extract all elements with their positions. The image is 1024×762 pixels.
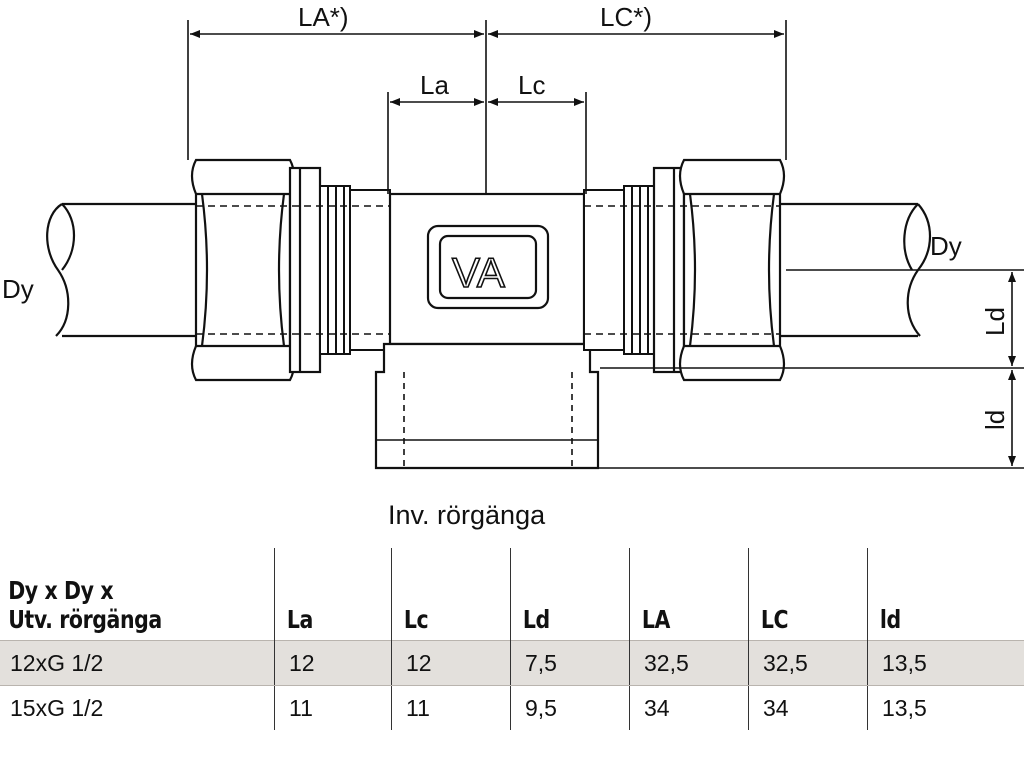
left-nut <box>190 158 322 382</box>
cell-lc: 12 <box>391 640 511 686</box>
column-header-lc-total: LC <box>748 548 847 641</box>
table-row: 15xG 1/2 11 11 9,5 34 34 13,5 <box>0 685 1024 730</box>
dim-ld: Ld <box>980 307 1010 336</box>
cell-la-total: 34 <box>629 685 749 730</box>
cell-la: 11 <box>274 685 392 730</box>
cell-id: 13,5 <box>867 640 1024 686</box>
column-header-ld: Ld <box>510 548 609 641</box>
row-size: 12xG 1/2 <box>0 640 275 686</box>
dim-la-total: LA*) <box>298 2 349 32</box>
row-size: 15xG 1/2 <box>10 694 104 721</box>
dimension-table: Dy x Dy x Utv. rörgänga La Lc Ld LA LC l… <box>0 548 1024 730</box>
cell-ld: 9,5 <box>510 685 630 730</box>
dim-lc-total: LC*) <box>600 2 652 32</box>
column-header-lc: Lc <box>391 548 490 641</box>
table-title-line1: Dy x Dy x <box>8 576 114 605</box>
label-va: VA <box>452 249 505 296</box>
dim-id: ld <box>980 410 1010 430</box>
column-header-id: ld <box>867 548 996 641</box>
dim-la: La <box>420 70 449 100</box>
table-title-line2: Utv. rörgänga <box>8 605 162 634</box>
dim-lc: Lc <box>518 70 545 100</box>
label-dy-left: Dy <box>2 274 34 304</box>
left-thread <box>319 185 391 355</box>
tee-body <box>374 192 600 470</box>
hidden-pipe-lines <box>196 205 780 335</box>
table-header-row: Dy x Dy x Utv. rörgänga La Lc Ld LA LC l… <box>0 548 1024 641</box>
cell-lc: 11 <box>391 685 511 730</box>
tee-fitting-drawing: LA*) LC*) La Lc Dy Dy VA Ld ld <box>2 2 1024 470</box>
cell-la-total: 32,5 <box>629 640 749 686</box>
right-nut <box>652 158 786 382</box>
caption-inv-rorganga: Inv. rörgänga <box>388 500 546 530</box>
left-pipe <box>46 202 196 338</box>
column-header-la-total: LA <box>629 548 728 641</box>
right-thread <box>583 185 655 355</box>
cell-lc-total: 32,5 <box>748 640 868 686</box>
label-dy-right: Dy <box>930 231 962 261</box>
column-header-la: La <box>274 548 371 641</box>
dimension-lines <box>187 20 1024 469</box>
cell-la: 12 <box>274 640 392 686</box>
table-title: Dy x Dy x Utv. rörgänga <box>0 548 225 641</box>
table-row: 12xG 1/2 12 12 7,5 32,5 32,5 13,5 <box>0 640 1024 686</box>
cell-lc-total: 34 <box>748 685 868 730</box>
cell-id: 13,5 <box>867 685 1024 730</box>
cell-ld: 7,5 <box>510 640 630 686</box>
